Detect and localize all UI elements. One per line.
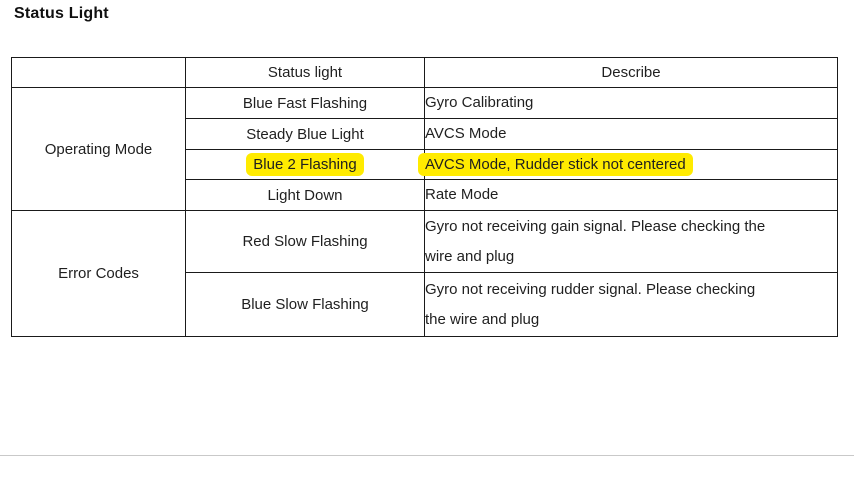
page-title: Status Light xyxy=(14,5,109,22)
status-cell: Steady Blue Light xyxy=(185,118,425,150)
table-header-row: Status light Describe xyxy=(11,57,838,88)
describe-line: AVCS Mode xyxy=(425,125,507,142)
table-row: Operating Mode Blue Fast Flashing Gyro C… xyxy=(11,87,838,211)
group-label-error-codes: Error Codes xyxy=(11,210,186,337)
describe-line: the wire and plug xyxy=(425,310,540,328)
page-divider-line xyxy=(0,455,854,456)
describe-line: Gyro Calibrating xyxy=(425,94,534,111)
describe-line: Gyro not receiving rudder signal. Please… xyxy=(425,280,756,298)
describe-cell: Gyro not receiving rudder signal. Please… xyxy=(424,272,838,337)
status-cell: Blue Slow Flashing xyxy=(185,272,425,337)
describe-cell: Gyro not receiving gain signal. Please c… xyxy=(424,210,838,273)
table-row-highlighted: Blue 2 Flashing AVCS Mode, Rudder stick … xyxy=(12,149,838,180)
group-label-operating-mode: Operating Mode xyxy=(11,87,186,211)
header-status-cell: Status light xyxy=(185,57,425,88)
describe-line: wire and plug xyxy=(425,247,515,265)
describe-line: Rate Mode xyxy=(425,186,499,203)
status-cell: Light Down xyxy=(185,179,425,211)
header-group-cell xyxy=(11,57,186,88)
highlight-marker: Blue 2 Flashing xyxy=(246,153,364,176)
table-row: Steady Blue Light AVCS Mode xyxy=(12,118,838,150)
describe-cell: Rate Mode xyxy=(424,179,838,211)
highlight-marker: AVCS Mode, Rudder stick not centered xyxy=(418,153,693,176)
header-describe-cell: Describe xyxy=(424,57,838,88)
describe-cell: AVCS Mode xyxy=(424,118,838,150)
status-cell: Blue Fast Flashing xyxy=(185,87,425,119)
table-row: Blue Slow Flashing Gyro not receiving ru… xyxy=(12,272,838,337)
describe-line: Gyro not receiving gain signal. Please c… xyxy=(425,217,766,235)
status-cell: Red Slow Flashing xyxy=(185,210,425,273)
status-light-table: Status light Describe Operating Mode Blu… xyxy=(11,57,838,337)
status-cell: Blue 2 Flashing xyxy=(185,149,425,180)
table-row: Error Codes Red Slow Flashing Gyro not r… xyxy=(11,210,838,337)
describe-cell: AVCS Mode, Rudder stick not centered xyxy=(418,149,838,180)
table-row: Light Down Rate Mode xyxy=(12,179,838,211)
describe-cell: Gyro Calibrating xyxy=(424,87,838,119)
